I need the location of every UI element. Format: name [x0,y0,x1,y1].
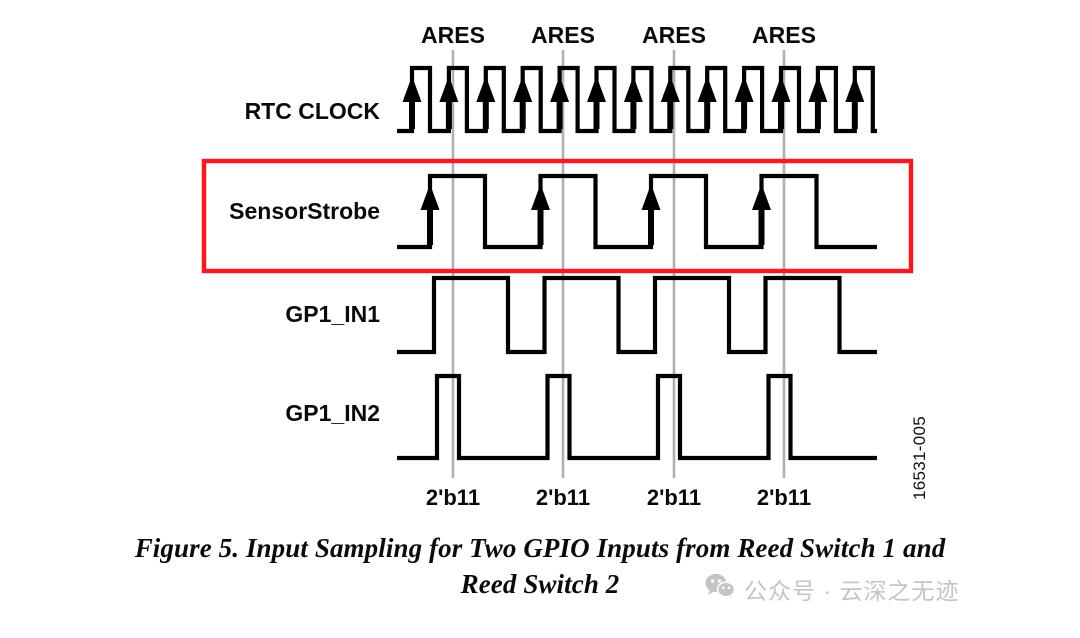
signal-label-sensorstrobe: SensorStrobe [229,198,380,224]
rising-edge-arrow-1-13 [845,76,865,129]
signal-label-gp1-in2: GP1_IN2 [285,400,380,426]
rising-edge-arrow-1-9 [697,76,717,129]
rising-edge-arrow-1-12 [808,76,828,129]
rising-edge-arrow-2-4 [752,184,771,245]
rising-edge-arrow-1-1 [402,76,422,129]
rising-edge-arrow-1-2 [439,76,459,129]
waveform-gp1-in1 [397,275,877,355]
bit-label-2: 2'b11 [536,485,590,510]
figure-caption: Figure 5. Input Sampling for Two GPIO In… [50,530,1030,602]
rising-edge-arrow-1-8 [660,76,680,129]
rising-edge-arrow-1-11 [771,76,791,129]
rising-edge-arrow-1-6 [587,76,606,129]
signal-label-rtc-clock: RTC CLOCK [245,98,381,124]
rising-edge-arrow-1-4 [513,76,533,129]
ares-labels-group: ARES ARES ARES ARES [421,22,816,48]
caption-line-1: Figure 5. Input Sampling for Two GPIO In… [134,533,946,563]
ares-label-3: ARES [642,22,706,48]
caption-line-2: Reed Switch 2 [460,569,620,599]
sensorstrobe-highlight-box [201,158,914,274]
wechat-icon [705,573,736,605]
rising-edge-arrow-1-7 [623,76,643,129]
rising-edge-arrow-2-2 [531,184,550,245]
bit-labels-group: 2'b11 2'b11 2'b11 2'b11 [426,485,811,510]
waveform-gp1-in2 [397,373,877,461]
bit-label-1: 2'b11 [426,485,480,510]
bit-label-4: 2'b11 [757,485,811,510]
rising-edge-arrow-2-1 [420,184,440,245]
ares-label-2: ARES [531,22,595,48]
rising-edge-arrow-1-3 [476,76,496,129]
waveform-rtc-clock [397,65,877,134]
waveforms-group [397,65,877,461]
figure-id-vertical: 16531-005 [910,416,929,500]
signal-label-gp1-in1: GP1_IN1 [285,301,380,327]
bit-label-3: 2'b11 [647,485,701,510]
rising-edge-arrow-2-3 [641,184,661,245]
watermark-text: 公众号 · 云深之无迹 [744,578,960,604]
ares-label-1: ARES [421,22,485,48]
wechat-watermark: 公众号 · 云深之无迹 [705,572,959,606]
rising-edge-arrow-1-10 [734,76,754,129]
rising-edge-arrow-1-5 [550,76,570,129]
ares-label-4: ARES [752,22,816,48]
waveform-sensorstrobe [397,173,877,250]
